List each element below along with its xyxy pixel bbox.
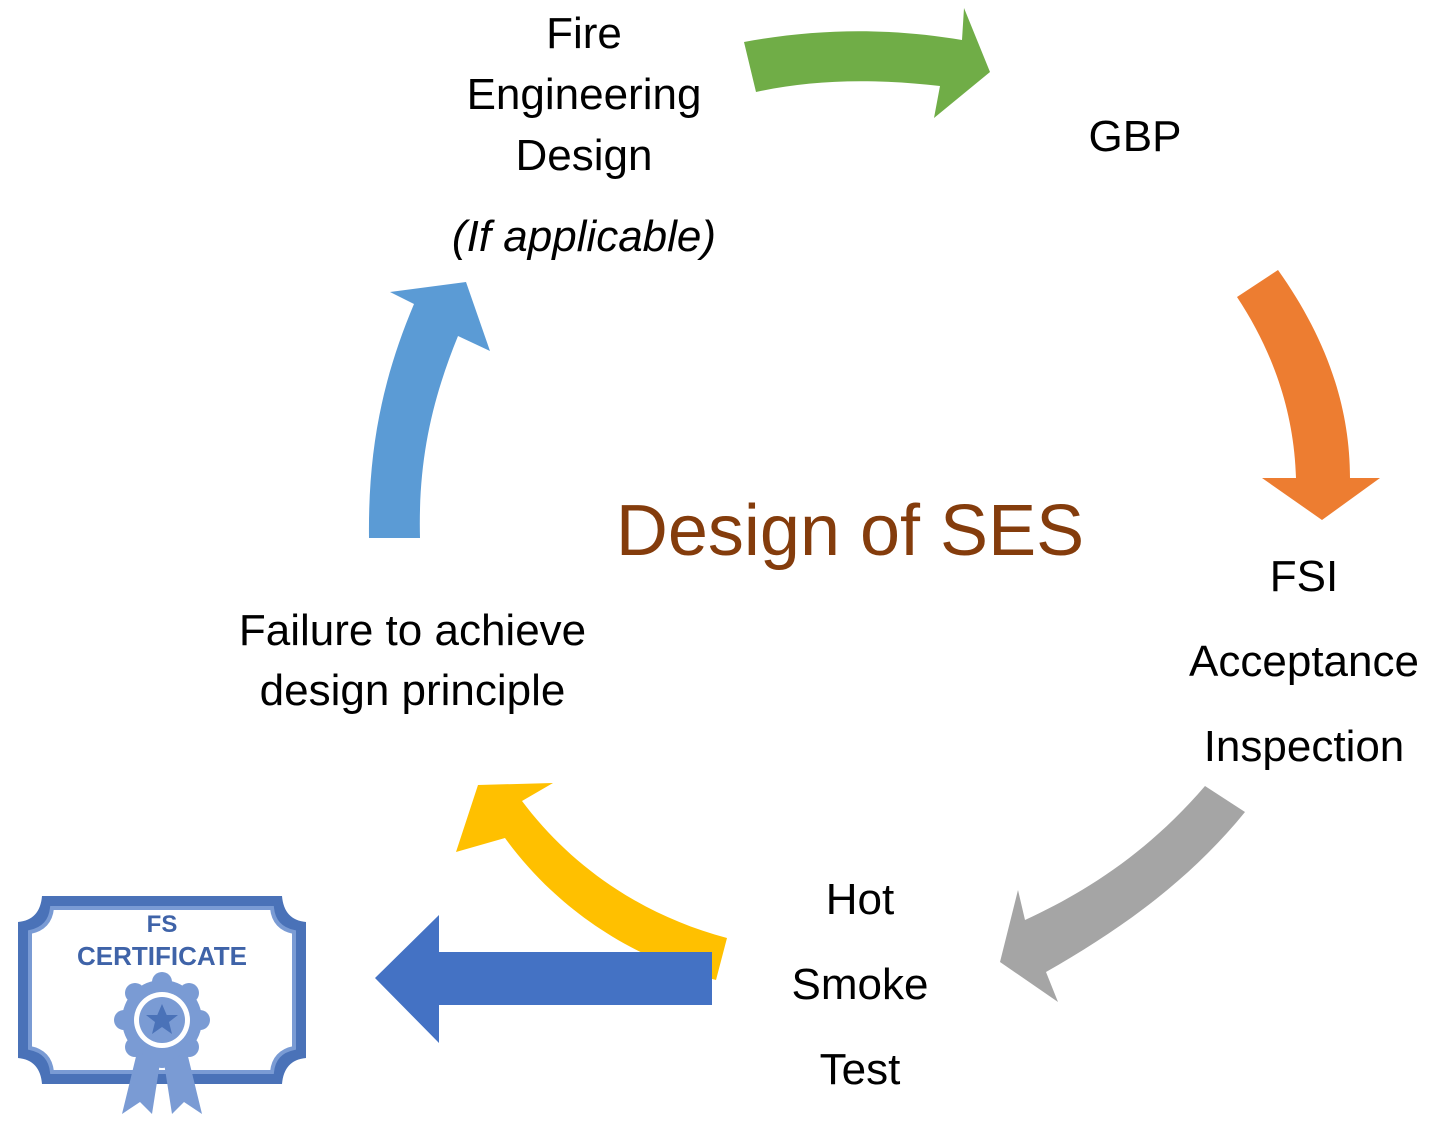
node-fsi-acceptance-inspection: FSI Acceptance Inspection <box>1165 555 1443 810</box>
hot-smoke-line-1: Hot <box>825 875 895 924</box>
fsi-line-3: Inspection <box>1203 722 1405 771</box>
node-failure-to-achieve: Failure to achieve design principle <box>180 609 645 729</box>
arrow-to-hot-smoke <box>1000 786 1245 1002</box>
hot-smoke-line-3: Test <box>819 1045 901 1094</box>
fire-engineering-line-1: Fire <box>546 9 622 58</box>
arrow-to-fire-engineering <box>368 282 490 538</box>
arrow-to-failure <box>456 783 727 980</box>
fire-engineering-note: (If applicable) <box>451 212 717 261</box>
fs-certificate-icon: FS CERTIFICATE <box>18 896 306 1114</box>
node-hot-smoke-test: Hot Smoke Test <box>760 878 960 1133</box>
node-gbp: GBP <box>1088 112 1182 161</box>
arrow-to-gbp <box>744 8 990 118</box>
certificate-line-1: FS <box>147 911 178 938</box>
fsi-line-2: Acceptance <box>1189 637 1419 686</box>
failure-line-1: Failure to achieve <box>238 606 587 655</box>
fire-engineering-line-2: Engineering <box>466 70 702 119</box>
diagram-title: Design of SES <box>615 491 1085 571</box>
fire-engineering-line-3: Design <box>515 131 653 180</box>
failure-line-2: design principle <box>259 666 566 715</box>
hot-smoke-line-2: Smoke <box>791 960 929 1009</box>
arrow-to-fsi <box>1237 270 1380 520</box>
node-fire-engineering-design: Fire Engineering Design (If applicable) <box>414 12 754 276</box>
certificate-line-2: CERTIFICATE <box>77 941 247 971</box>
arrow-to-certificate <box>375 915 712 1043</box>
fsi-line-1: FSI <box>1269 552 1339 601</box>
